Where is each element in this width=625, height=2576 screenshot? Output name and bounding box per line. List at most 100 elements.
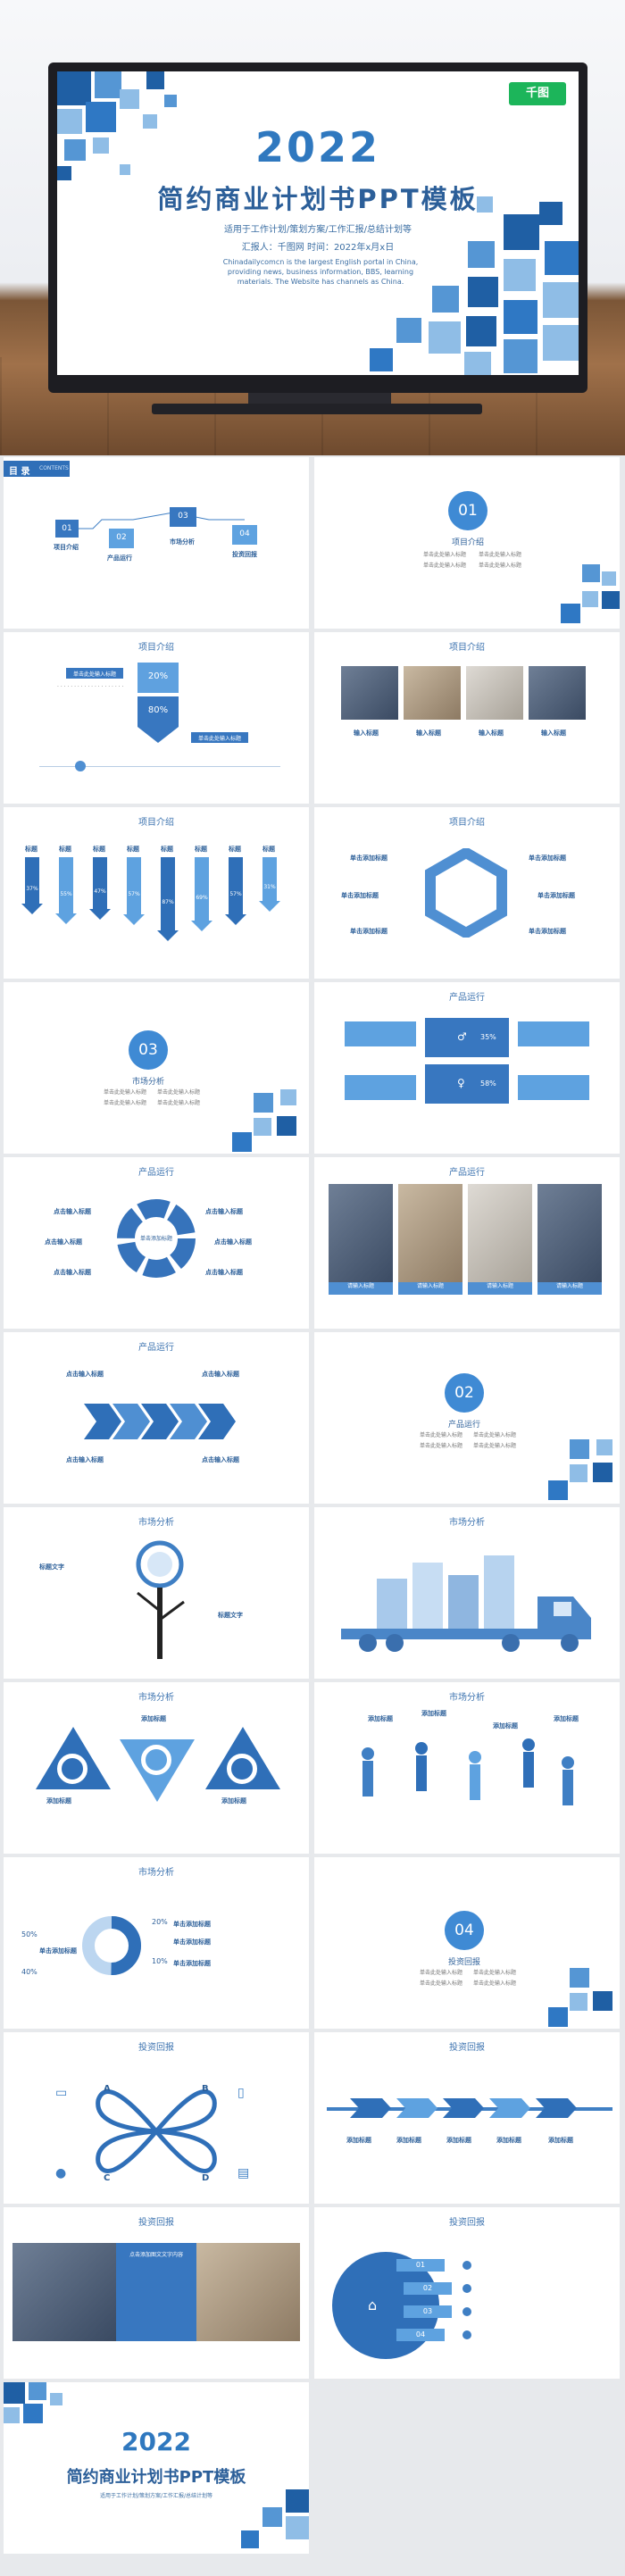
butterfly-diagram bbox=[96, 2089, 217, 2173]
slide-title: 项目介绍 bbox=[138, 643, 174, 653]
slide-project-intro-1: 项目介绍 单击此处输入标题 · · · · · · · · · · · · · … bbox=[4, 632, 309, 804]
section-line: 单击此处输入标题 bbox=[104, 1100, 147, 1106]
tag-label-1: 单击此处输入标题 bbox=[72, 671, 116, 678]
mosaic-square bbox=[286, 2489, 309, 2513]
donut-chart-graphic bbox=[82, 1916, 141, 1975]
mosaic-square bbox=[593, 1463, 612, 1482]
tag-label-2: 单击此处输入标题 bbox=[197, 736, 241, 742]
slide-title: 投资回报 bbox=[449, 2218, 485, 2228]
center-text-panel bbox=[116, 2243, 196, 2341]
section-line: 单击此处输入标题 bbox=[423, 563, 467, 569]
mosaic-square bbox=[277, 1116, 296, 1136]
slide-market-2: 市场分析 bbox=[314, 1507, 620, 1679]
mosaic-square bbox=[596, 1439, 612, 1455]
slide-closing: 2022 简约商业计划书PPT模板 适用于工作计划/策划方案/工作汇报/总结计划… bbox=[4, 2382, 309, 2554]
phone-icon: ▯ bbox=[238, 2086, 245, 2100]
bar-heading: 标题 bbox=[25, 846, 38, 853]
triangle-label: 添加标题 bbox=[46, 1797, 71, 1805]
mosaic-square bbox=[232, 1132, 252, 1152]
section-line: 单击此处输入标题 bbox=[479, 552, 522, 558]
circle-marker bbox=[57, 1754, 88, 1784]
mosaic-square bbox=[504, 300, 538, 334]
divider bbox=[39, 766, 280, 767]
list-number: 01 bbox=[415, 2261, 426, 2269]
photo-1 bbox=[341, 666, 398, 720]
photo-caption: 请输入标题 bbox=[468, 1282, 532, 1295]
arrow-down-shape bbox=[138, 727, 179, 743]
timeline-label: 添加标题 bbox=[496, 2137, 521, 2144]
bar-heading: 标题 bbox=[127, 846, 139, 853]
bar-percent: 31% bbox=[263, 884, 276, 891]
slide-return-3: 投资回报 点击添加图文文字内容 bbox=[4, 2207, 309, 2379]
chevron-label: 点击输入标题 bbox=[202, 1371, 239, 1378]
hero-title: 简约商业计划书PPT模板 bbox=[157, 184, 479, 214]
figure-label: 添加标题 bbox=[493, 1722, 518, 1730]
chevron-label: 点击输入标题 bbox=[66, 1456, 104, 1463]
slide-market-3: 市场分析 添加标题 添加标题 添加标题 bbox=[4, 1682, 309, 1854]
panel-heading: 点击添加图文文字内容 bbox=[129, 2252, 183, 2258]
bar-heading: 标题 bbox=[59, 846, 71, 853]
brand-logo: 千图 bbox=[509, 82, 566, 105]
mosaic-square bbox=[602, 591, 620, 609]
hex-label: 单击添加标题 bbox=[341, 892, 379, 899]
tv-stand bbox=[248, 393, 391, 405]
contents-item-01-num: 01 bbox=[62, 524, 72, 533]
ring-label: 点击输入标题 bbox=[54, 1269, 91, 1276]
mosaic-square bbox=[570, 1464, 588, 1482]
bullet-dot bbox=[462, 2307, 471, 2316]
center-block-top bbox=[425, 1018, 509, 1057]
contents-item-02-box bbox=[109, 529, 134, 548]
mosaic-square bbox=[468, 277, 498, 307]
mosaic-square bbox=[582, 564, 600, 582]
section-line: 单击此处输入标题 bbox=[473, 1980, 517, 1987]
photo-2 bbox=[404, 666, 461, 720]
hero-year: 2022 bbox=[254, 123, 381, 171]
slide-title: 市场分析 bbox=[138, 1518, 174, 1528]
percent-female: 58% bbox=[480, 1080, 496, 1088]
arrow-bar bbox=[195, 857, 209, 921]
contents-item-03-num: 03 bbox=[178, 512, 188, 521]
mosaic-square bbox=[468, 241, 495, 268]
mosaic-square bbox=[548, 2007, 568, 2027]
hex-label: 单击添加标题 bbox=[529, 928, 566, 935]
bullet-dot bbox=[462, 2284, 471, 2293]
tv-monitor: 千图 2022 简约商业计划书PPT模板 适用于工作计划/策划方案/工作汇报/总… bbox=[48, 63, 588, 405]
slide-title: 产品运行 bbox=[449, 993, 485, 1003]
contents-item-04-label: 投资回报 bbox=[232, 551, 257, 558]
slide-title: 投资回报 bbox=[449, 2043, 485, 2053]
section-line: 单击此处输入标题 bbox=[423, 552, 467, 558]
chevron-label: 点击输入标题 bbox=[202, 1456, 239, 1463]
list-number: 03 bbox=[422, 2307, 433, 2315]
timeline-label: 添加标题 bbox=[446, 2137, 471, 2144]
mosaic-square bbox=[120, 89, 139, 109]
mosaic-square bbox=[370, 348, 393, 371]
hero-reporter: 汇报人：千图网 时间：2022年x月x日 bbox=[241, 243, 395, 253]
mosaic-square bbox=[241, 2530, 259, 2548]
quadrant-letter: D bbox=[202, 2173, 210, 2183]
contents-item-02-num: 02 bbox=[116, 533, 127, 542]
list-pill bbox=[404, 2282, 452, 2295]
arrow-bar bbox=[161, 857, 175, 931]
slide-market-5: 市场分析 50% 20% 40% 10% 单击添加标题 单击添加标题 单击添加标… bbox=[4, 1857, 309, 2029]
closing-title: 简约商业计划书PPT模板 bbox=[66, 2468, 246, 2487]
list-pill bbox=[404, 2305, 452, 2318]
arrow-bar bbox=[25, 857, 39, 905]
body-text: · · · · · · · · · · · · · · · · · · · · bbox=[57, 684, 124, 690]
closing-year: 2022 bbox=[121, 2427, 191, 2456]
section-line: 单击此处输入标题 bbox=[420, 1970, 463, 1976]
timeline-arrows bbox=[350, 2098, 577, 2118]
hexagon-ring-graphic bbox=[425, 848, 507, 938]
mosaic-square bbox=[64, 139, 86, 161]
home-icon: ⌂ bbox=[368, 2297, 378, 2313]
section-name: 投资回报 bbox=[447, 1958, 480, 1967]
mosaic-square bbox=[561, 604, 580, 623]
photo-4 bbox=[529, 666, 586, 720]
section-line: 单击此处输入标题 bbox=[420, 1980, 463, 1987]
slide-title: 投资回报 bbox=[138, 2043, 174, 2053]
slide-market-4: 市场分析 添加标题 添加标题 添加标题 添加标题 bbox=[314, 1682, 620, 1854]
photo-caption: 请输入标题 bbox=[538, 1282, 602, 1295]
section-line: 单击此处输入标题 bbox=[157, 1100, 201, 1106]
tv-foot bbox=[152, 404, 482, 414]
hero-subtitle: 适用于工作计划/策划方案/工作汇报/总结计划等 bbox=[223, 225, 412, 235]
mosaic-square bbox=[543, 325, 579, 361]
